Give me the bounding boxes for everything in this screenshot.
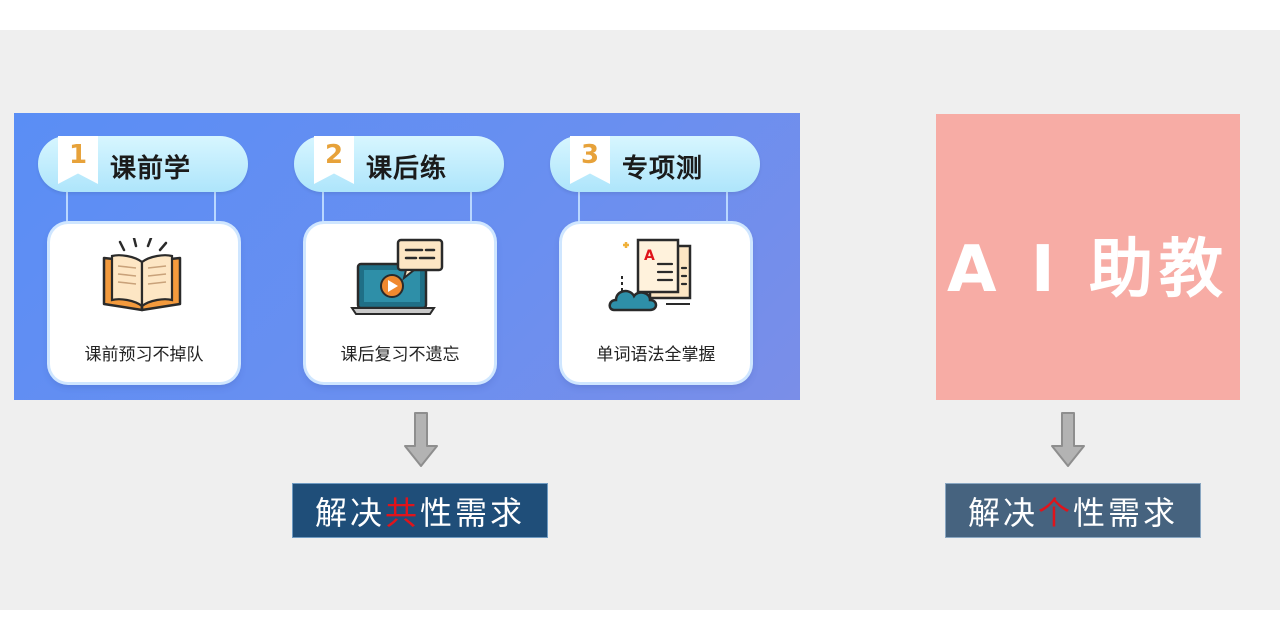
connector-line [214,184,216,229]
step-special-test: 3 专项测 A 单词语法全掌握 [550,136,760,382]
result-common-needs: 解决共性需求 [292,483,548,538]
connector-line [578,184,580,229]
open-book-icon [102,238,182,312]
result-text: 性需求 [420,493,526,532]
result-highlight: 个 [1037,493,1073,532]
step-card: A 单词语法全掌握 [562,224,750,382]
document-cloud-icon: A [608,238,692,312]
step-title: 专项测 [622,154,704,184]
step-header: 3 专项测 [550,136,760,192]
step-caption: 单词语法全掌握 [596,345,716,365]
result-highlight: 共 [384,493,420,532]
step-header: 1 课前学 [38,136,248,192]
step-number-badge: 1 [58,136,98,184]
step-caption: 课前预习不掉队 [84,345,204,365]
step-title: 课前学 [110,154,192,184]
result-text: 解决 [314,493,385,532]
connector-line [726,184,728,229]
result-text: 解决 [967,493,1038,532]
connector-line [66,184,68,229]
connector-line [470,184,472,229]
ai-assistant-label: A I 助教 [947,233,1229,307]
step-post-class: 2 课后练 课后复习不遗忘 [294,136,504,382]
step-title: 课后练 [366,154,448,184]
down-arrow-icon [1051,412,1085,467]
step-number-badge: 2 [314,136,354,184]
step-card: 课前预习不掉队 [50,224,238,382]
result-individual-needs: 解决个性需求 [945,483,1201,538]
svg-text:A: A [644,248,655,264]
step-header: 2 课后练 [294,136,504,192]
step-caption: 课后复习不遗忘 [340,345,460,365]
step-number-badge: 3 [570,136,610,184]
connector-line [322,184,324,229]
step-card: 课后复习不遗忘 [306,224,494,382]
ai-assistant-box: A I 助教 [936,114,1240,400]
result-text: 性需求 [1073,493,1179,532]
video-lesson-icon [350,238,444,315]
step-pre-class: 1 课前学 课前预习不掉队 [38,136,248,382]
down-arrow-icon [404,412,438,467]
